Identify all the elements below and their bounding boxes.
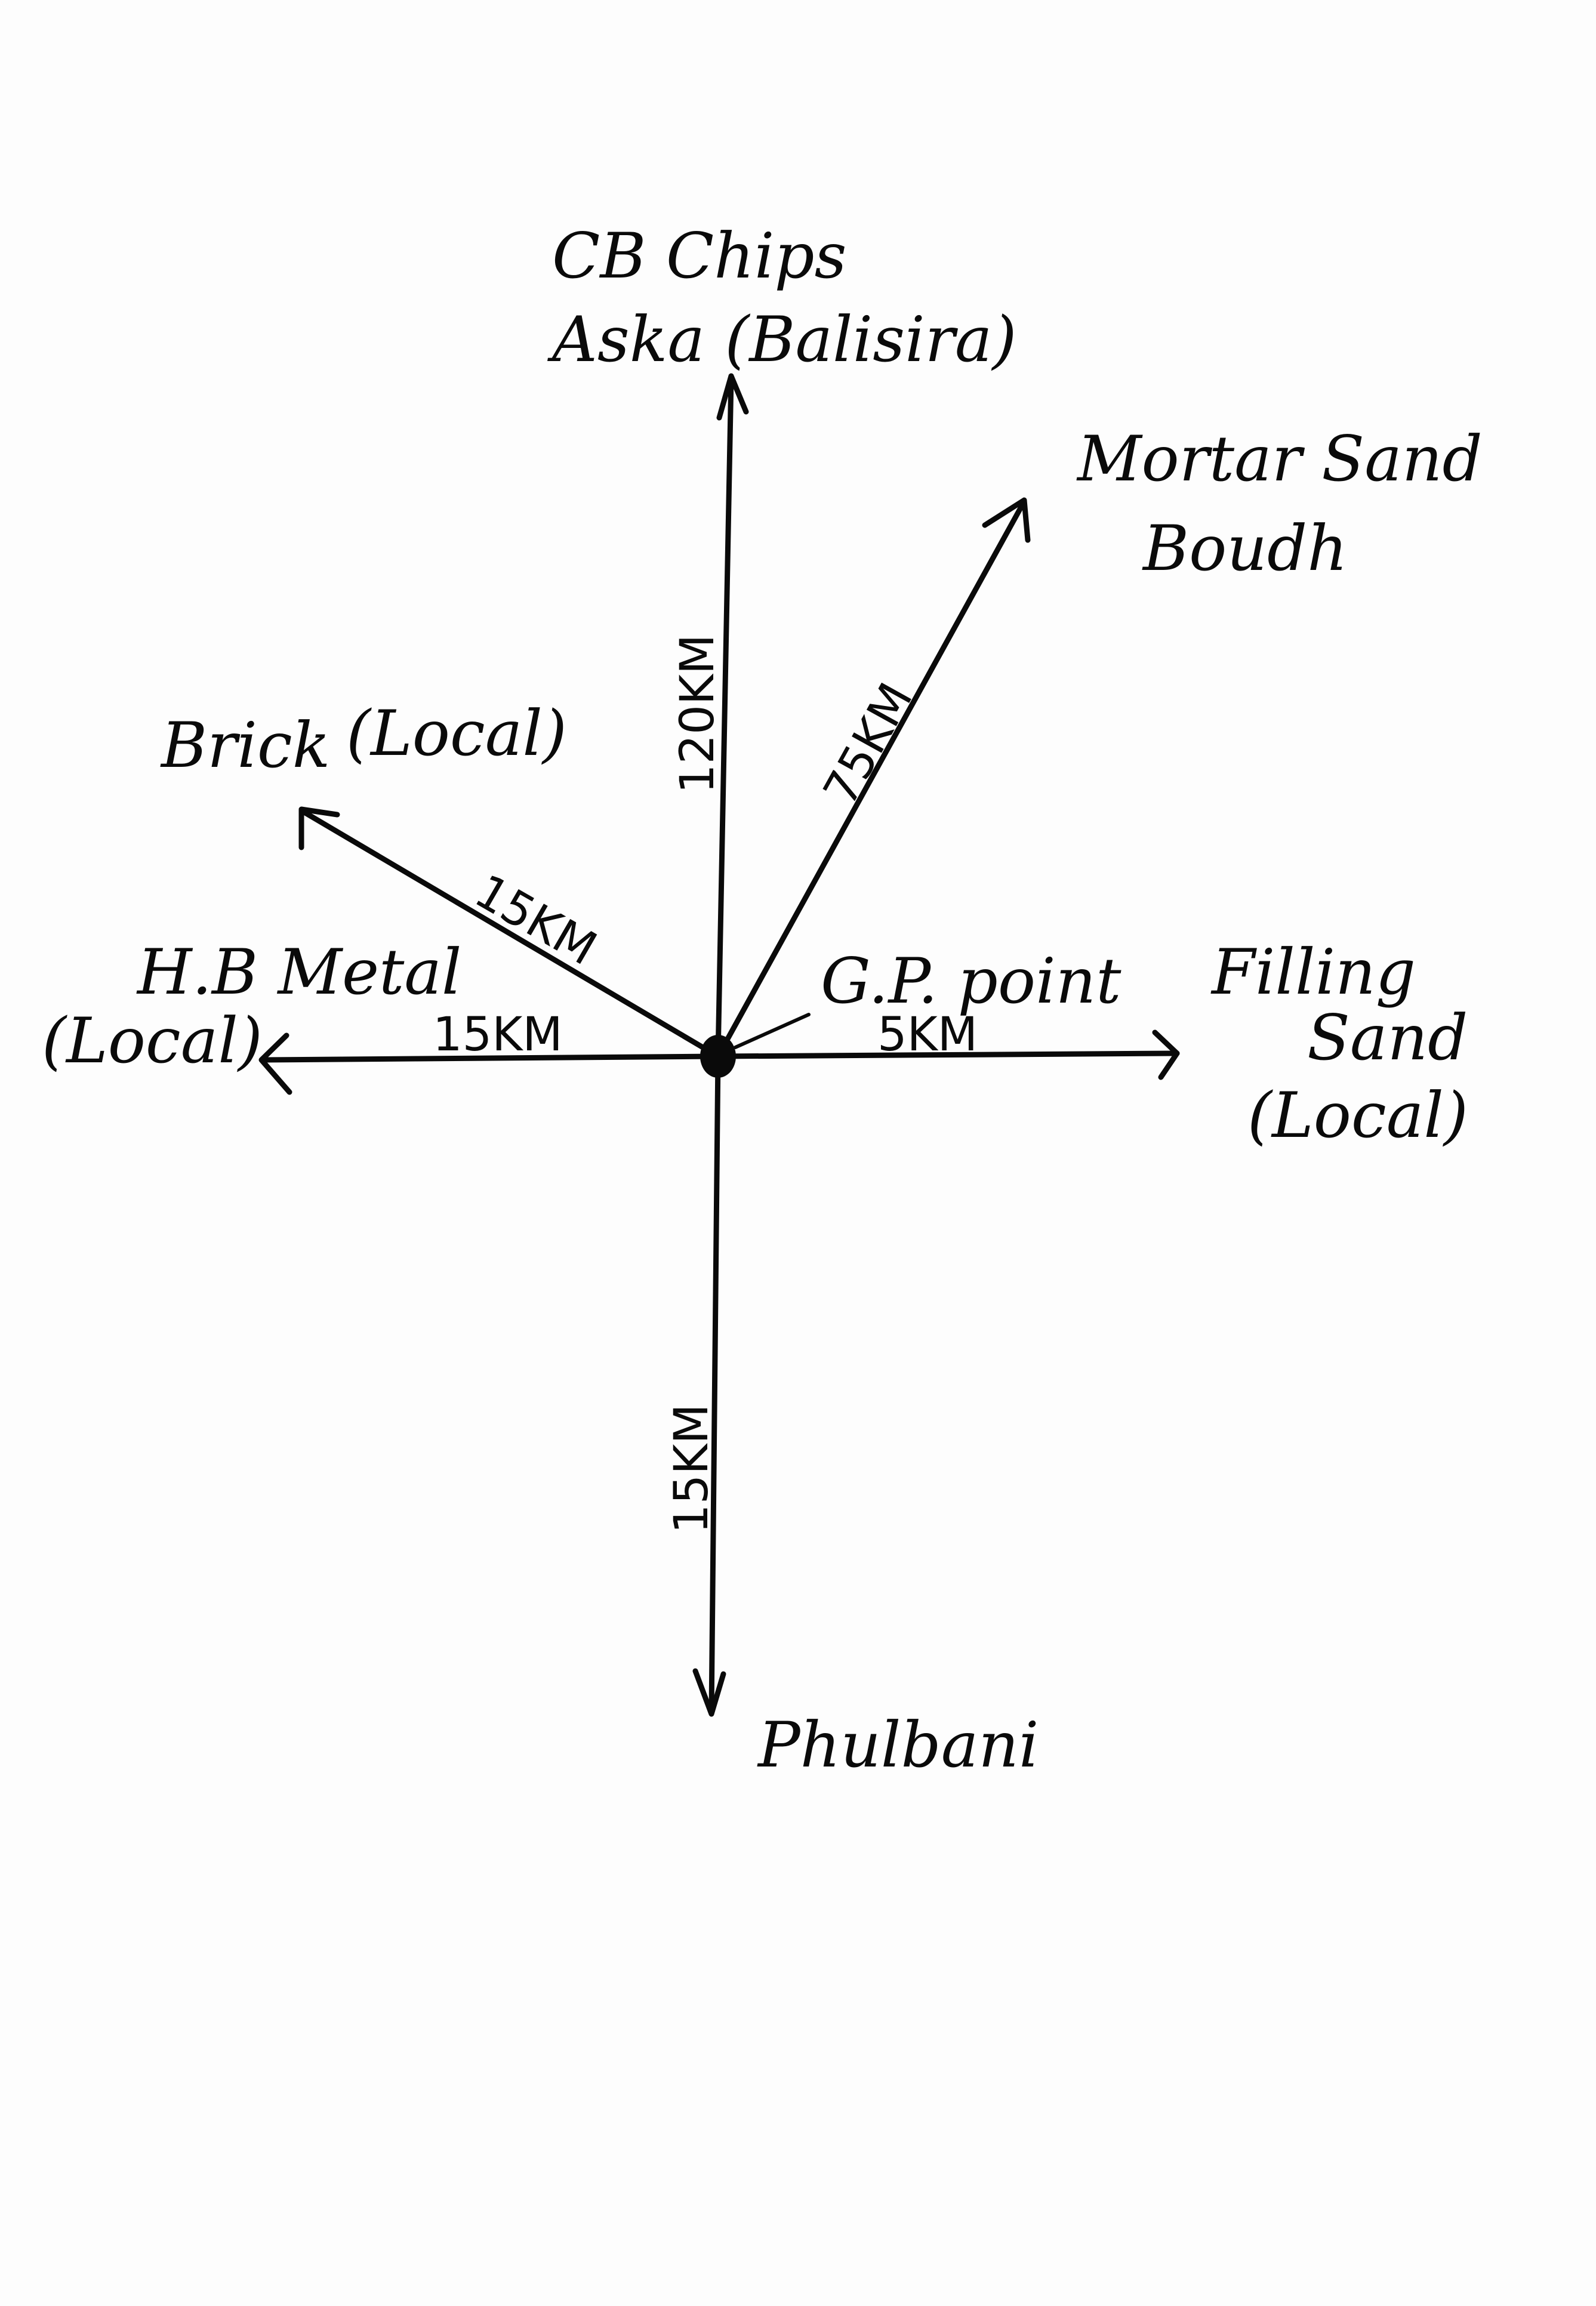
arrow-south xyxy=(692,1053,726,1717)
south-distance-label: 15KM xyxy=(665,1404,719,1534)
leader-line xyxy=(734,1013,811,1049)
northeast-material-label: Mortar Sand xyxy=(1076,423,1483,495)
west-place-label: (Local) xyxy=(42,1004,263,1077)
northwest-place-label: (Local) xyxy=(346,697,567,770)
east-material2-label: Sand xyxy=(1307,1001,1468,1074)
arrow-east xyxy=(715,1029,1180,1080)
arrow-north xyxy=(715,373,749,1059)
northwest-distance-label: 15KM xyxy=(466,865,606,976)
northeast-place-label: Boudh xyxy=(1142,512,1348,585)
east-place-label: (Local) xyxy=(1247,1079,1468,1152)
northwest-material-label: Brick xyxy=(160,709,330,782)
arrow-northwest xyxy=(298,806,721,1059)
east-distance-label: 5KM xyxy=(877,1008,978,1062)
north-place-label: Aska (Balisira) xyxy=(547,303,1016,376)
northeast-distance-label: 75KM xyxy=(814,674,923,814)
south-place-label: Phulbani xyxy=(757,1709,1039,1781)
north-material-label: CB Chips xyxy=(552,220,847,292)
arrow-west xyxy=(258,1032,721,1095)
west-material-label: H.B Metal xyxy=(136,936,462,1009)
gp-point-marker xyxy=(700,1035,736,1078)
east-material-label: Filling xyxy=(1210,936,1416,1009)
west-distance-label: 15KM xyxy=(433,1008,563,1062)
north-distance-label: 120KM xyxy=(671,634,725,794)
arrow-northeast xyxy=(715,497,1031,1059)
gp-point-label: G.P. point xyxy=(821,945,1121,1018)
